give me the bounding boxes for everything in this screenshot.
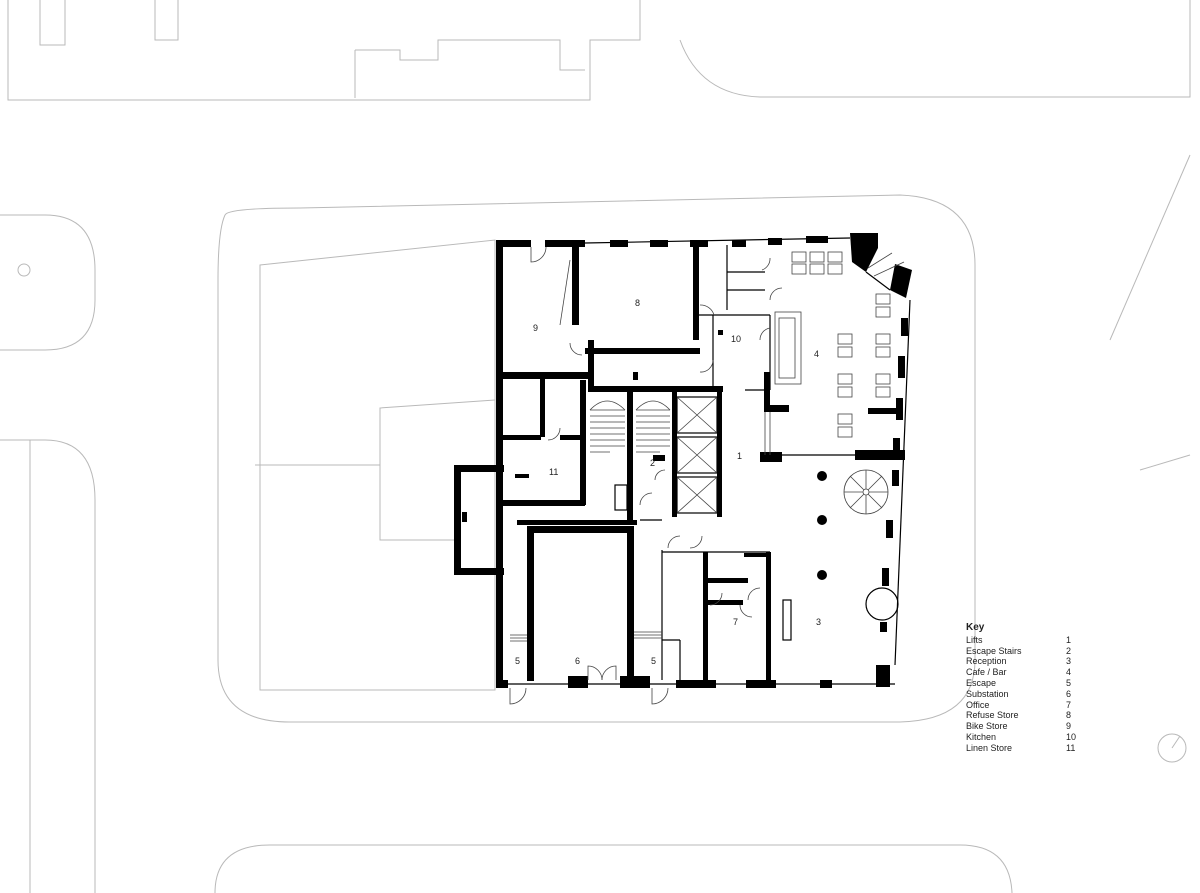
room-label-reception: 3	[816, 617, 821, 627]
key-item-number: 10	[1066, 731, 1077, 742]
key-item-number: 9	[1066, 721, 1072, 732]
plan-details	[462, 246, 899, 705]
room-label-substation: 6	[575, 656, 580, 666]
key-item-number: 11	[1066, 742, 1076, 753]
key-item: Escape Stairs 2	[966, 646, 1086, 657]
key-item: Substation 6	[966, 689, 1086, 700]
key-item-name: Linen Store	[966, 742, 1013, 753]
key-item-name: Kitchen	[966, 731, 997, 742]
room-label-linen-store: 11	[549, 467, 558, 477]
room-label-lifts: 1	[737, 451, 742, 461]
key-item-number: 4	[1066, 667, 1072, 678]
room-label-cafe-bar: 4	[814, 349, 819, 359]
key-item-number: 1	[1066, 634, 1072, 645]
key-title: Key	[966, 622, 985, 633]
key-item: Refuse Store 8	[966, 710, 1086, 721]
key-item-number: 8	[1066, 710, 1072, 721]
key-item: Escape 5	[966, 678, 1086, 689]
key-item: Cafe / Bar 4	[966, 667, 1086, 678]
key-item-name: Reception	[966, 656, 1007, 667]
key-item: Bike Store 9	[966, 721, 1086, 732]
room-label-kitchen: 10	[731, 334, 741, 344]
key-item: Office 7	[966, 700, 1086, 711]
room-label-bike-store: 9	[533, 323, 538, 333]
room-label-escape-west: 5	[515, 656, 520, 666]
key-item-name: Escape	[966, 677, 997, 688]
room-label-office: 7	[733, 617, 738, 627]
key-item-number: 5	[1066, 677, 1072, 688]
key-item-number: 2	[1066, 645, 1072, 656]
room-label-escape-stairs: 2	[650, 458, 655, 468]
room-label-escape-centre: 5	[651, 656, 656, 666]
room-labels: 1 2 3 4 5 5 6 7 8 9 10 11	[515, 298, 821, 666]
key-item-name: Cafe / Bar	[966, 667, 1007, 678]
key-item: Kitchen 10	[966, 732, 1086, 743]
key-item: Linen Store 11	[966, 743, 1086, 754]
key-item-number: 3	[1066, 656, 1072, 667]
room-label-refuse-store: 8	[635, 298, 640, 308]
key-item-name: Lifts	[966, 634, 983, 645]
key-item-name: Bike Store	[966, 721, 1008, 732]
key-item-number: 6	[1066, 688, 1072, 699]
key-item: Reception 3	[966, 656, 1086, 667]
key-item-name: Refuse Store	[966, 710, 1019, 721]
key-item-name: Office	[966, 699, 990, 710]
key-item-name: Substation	[966, 688, 1009, 699]
key-item-name: Escape Stairs	[966, 645, 1022, 656]
key-item-number: 7	[1066, 699, 1072, 710]
key-item: Lifts 1	[966, 635, 1086, 646]
interior-walls	[454, 245, 905, 682]
